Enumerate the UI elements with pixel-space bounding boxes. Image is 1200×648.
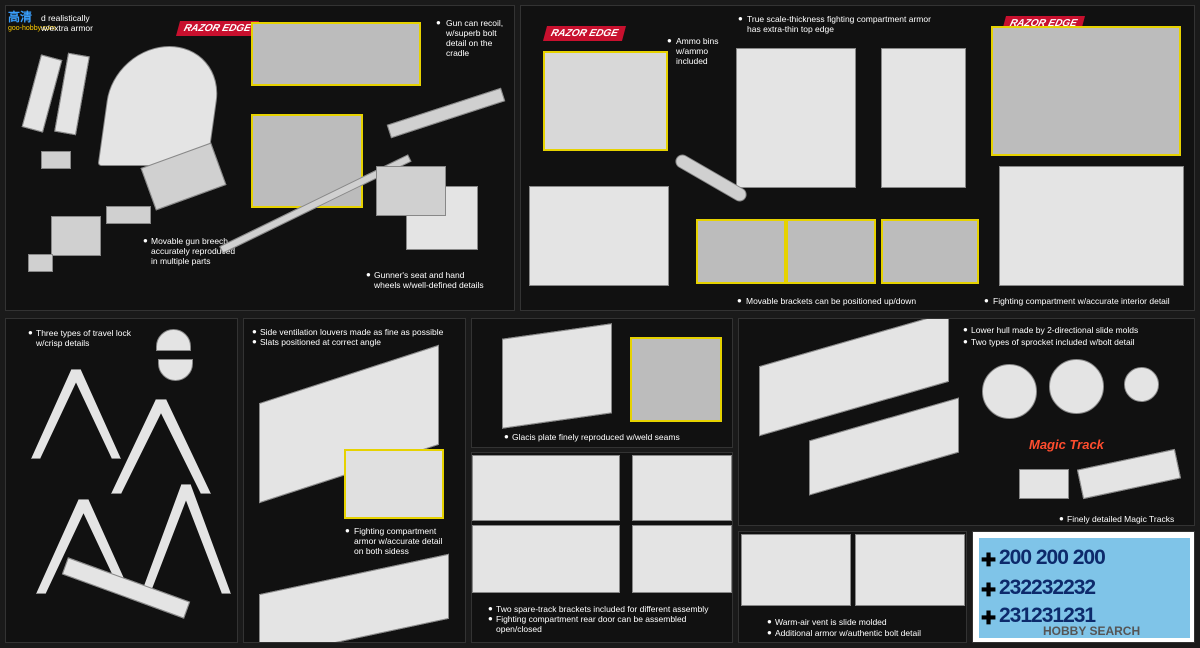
bullet-icon: ● [252, 337, 257, 346]
bullet-icon: ● [963, 337, 968, 346]
rear-door-part [632, 455, 732, 521]
top-caption: d realistically w/extra armor [41, 13, 93, 33]
bullet-icon: ● [143, 236, 148, 245]
track-bracket-part [472, 455, 620, 521]
decal-panel: 200 200 200 232232232 231231231 ✚ ✚ ✚ HO… [972, 531, 1195, 643]
razor-edge-badge: RAZOR EDGE [175, 21, 259, 36]
magic-track-part [1019, 469, 1069, 499]
bullet-icon: ● [488, 614, 493, 623]
fighting-armor-caption: Fighting compartment armor w/accurate de… [354, 526, 443, 556]
seat-caption: Gunner's seat and hand wheels w/well-def… [374, 270, 484, 290]
louver-panel: Side ventilation louvers made as fine as… [243, 318, 466, 643]
bullet-icon: ● [488, 604, 493, 613]
armor-caption: True scale-thickness fighting compartmen… [747, 14, 931, 34]
bracket-inset-1 [696, 219, 786, 284]
lock-clamp-part [158, 359, 193, 381]
interior-caption: Fighting compartment w/accurate interior… [993, 296, 1170, 306]
glacis-panel: Glacis plate finely reproduced w/weld se… [471, 318, 733, 448]
bullet-icon: ● [767, 628, 772, 637]
rear-door-part [632, 525, 732, 593]
vent-panel: Warm-air vent is slide molded ● Addition… [738, 531, 967, 643]
breech-caption: Movable gun breech accurately reproduced… [151, 236, 236, 266]
decal-row-3: 231231231 [999, 604, 1096, 627]
watermark-url: goo-hobby.com [8, 25, 56, 32]
travel-lock-panel: Three types of travel lock w/crisp detai… [5, 318, 238, 643]
glacis-plate-part [502, 323, 612, 429]
lock-caption: Three types of travel lock w/crisp detai… [36, 328, 131, 348]
vent-caption: Warm-air vent is slide molded [775, 617, 887, 627]
sprocket-part [982, 364, 1037, 419]
travel-lock-part [31, 369, 121, 459]
interior-inset [991, 26, 1181, 156]
bullet-icon: ● [737, 296, 742, 305]
track-bracket-part [472, 525, 620, 593]
bullet-icon: ● [345, 526, 350, 535]
bullet-icon: ● [252, 327, 257, 336]
ammo-bin-inset [543, 51, 668, 151]
rear-door-caption: Fighting compartment rear door can be as… [496, 614, 687, 634]
glacis-caption: Glacis plate finely reproduced w/weld se… [512, 432, 680, 442]
vent-plate-part [741, 534, 851, 606]
bracket-inset-3 [881, 219, 979, 284]
armor-rack-part [881, 48, 966, 188]
travel-lock-part [61, 557, 191, 619]
fighting-compartment-part [999, 166, 1184, 286]
bullet-icon: ● [504, 432, 509, 441]
balkenkreuz-icon: ✚ [981, 580, 997, 600]
bullet-icon: ● [738, 14, 743, 23]
armor-rack-part [736, 48, 856, 188]
decal-row-1: 200 200 200 [999, 546, 1106, 569]
spare-track-caption: Two spare-track brackets included for di… [496, 604, 709, 614]
sprocket-part [1049, 359, 1104, 414]
decal-sheet: 200 200 200 232232232 231231231 ✚ ✚ ✚ [979, 538, 1190, 638]
slats-caption: Slats positioned at correct angle [260, 337, 381, 347]
sprocket-caption: Two types of sprocket included w/bolt de… [971, 337, 1135, 347]
recoil-inset [251, 22, 421, 86]
travel-lock-part [111, 399, 211, 494]
decal-row-2: 232232232 [999, 576, 1096, 599]
razor-edge-badge: RAZOR EDGE [542, 26, 626, 41]
travel-lock-part [141, 484, 231, 594]
ammo-panel: RAZOR EDGE Ammo bins w/ammo included ● T… [520, 5, 1195, 311]
ammo-rack-part [529, 186, 669, 286]
hull-caption: Lower hull made by 2-directional slide m… [971, 325, 1139, 335]
tracks-caption: Finely detailed Magic Tracks [1067, 514, 1175, 524]
bullet-icon: ● [436, 18, 441, 27]
breech-part [106, 206, 151, 224]
spare-track-panel: Two spare-track brackets included for di… [471, 452, 733, 643]
balkenkreuz-icon: ✚ [981, 608, 997, 628]
seat-inset [251, 114, 363, 208]
balkenkreuz-icon: ✚ [981, 550, 997, 570]
brackets-caption: Movable brackets can be positioned up/do… [746, 296, 917, 306]
hobby-search-watermark: HOBBY SEARCH [1043, 624, 1141, 638]
lock-clamp-part [156, 329, 191, 351]
gun-detail-panel: 高清 goo-hobby.com d realistically w/extra… [5, 5, 515, 311]
watermark-logo: 高清 [8, 10, 33, 24]
bullet-icon: ● [767, 617, 772, 626]
bracket-inset-2 [786, 219, 876, 284]
bullet-icon: ● [984, 296, 989, 305]
breech-part [41, 151, 71, 169]
breech-part [51, 216, 101, 256]
ammo-caption: Ammo bins w/ammo included [676, 36, 719, 66]
vent-detail-part [855, 534, 965, 606]
magic-track-part [1076, 448, 1182, 500]
bullet-icon: ● [667, 36, 672, 45]
louver-inset [344, 449, 444, 519]
gun-recoil-caption: Gun can recoil, w/superb bolt detail on … [446, 18, 504, 58]
hub-part [1124, 367, 1159, 402]
bullet-icon: ● [366, 270, 371, 279]
bolt-caption: Additional armor w/authentic bolt detail [775, 628, 921, 638]
magic-track-logo: Magic Track [1029, 437, 1104, 452]
breech-part [28, 254, 53, 272]
bullet-icon: ● [28, 328, 33, 337]
cradle-part [386, 87, 506, 139]
glacis-inset [630, 337, 722, 422]
bullet-icon: ● [1059, 514, 1064, 523]
gun-mount-part [376, 166, 446, 216]
rear-armor-part [259, 553, 449, 642]
lower-hull-panel: Lower hull made by 2-directional slide m… [738, 318, 1195, 526]
bullet-icon: ● [963, 325, 968, 334]
louvers-caption: Side ventilation louvers made as fine as… [260, 327, 444, 337]
